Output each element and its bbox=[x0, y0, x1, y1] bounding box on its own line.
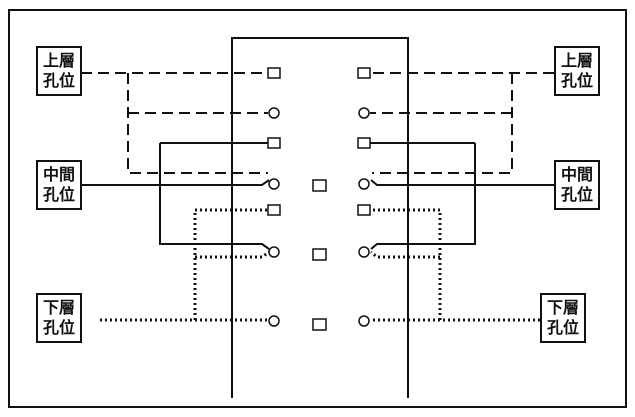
circle-terminals bbox=[268, 107, 370, 327]
label-line: 下層 bbox=[546, 298, 579, 317]
label-line: 孔位 bbox=[560, 71, 593, 90]
terminal-circle bbox=[358, 315, 370, 327]
top-layer-wiring bbox=[81, 72, 554, 174]
terminal-circle bbox=[268, 315, 280, 327]
terminal-circle bbox=[268, 178, 280, 190]
label-bottom-right: 下層 孔位 bbox=[540, 293, 586, 343]
label-line: 下層 bbox=[42, 298, 75, 317]
label-line: 孔位 bbox=[42, 318, 75, 337]
square-terminals bbox=[267, 67, 371, 331]
terminal-circle bbox=[268, 246, 280, 258]
terminal-circle bbox=[358, 107, 370, 119]
label-top-right: 上層 孔位 bbox=[554, 46, 600, 96]
label-bottom-left: 下層 孔位 bbox=[36, 293, 82, 343]
terminal-square bbox=[312, 179, 327, 192]
label-line: 中間 bbox=[560, 165, 593, 184]
label-line: 孔位 bbox=[560, 185, 593, 204]
label-line: 孔位 bbox=[546, 318, 579, 337]
terminal-circle bbox=[358, 178, 370, 190]
bottom-layer-wiring bbox=[100, 208, 540, 322]
terminal-square bbox=[357, 137, 371, 149]
terminal-circle bbox=[358, 246, 370, 258]
label-top-left: 上層 孔位 bbox=[36, 46, 82, 96]
terminal-square bbox=[312, 318, 327, 331]
label-line: 中間 bbox=[42, 165, 75, 184]
label-line: 孔位 bbox=[42, 185, 75, 204]
terminal-square bbox=[267, 137, 281, 149]
label-mid-left: 中間 孔位 bbox=[36, 160, 82, 210]
terminal-square bbox=[312, 248, 327, 261]
terminal-square bbox=[357, 204, 371, 216]
outer-frame bbox=[8, 9, 627, 408]
terminal-square bbox=[267, 204, 281, 216]
label-line: 孔位 bbox=[42, 71, 75, 90]
terminal-square bbox=[357, 67, 371, 79]
label-mid-right: 中間 孔位 bbox=[554, 160, 600, 210]
label-line: 上層 bbox=[42, 51, 75, 70]
middle-layer-wiring bbox=[81, 142, 557, 250]
terminal-square bbox=[267, 67, 281, 79]
terminal-circle bbox=[268, 107, 280, 119]
panel-outline bbox=[231, 37, 409, 398]
label-line: 上層 bbox=[560, 51, 593, 70]
